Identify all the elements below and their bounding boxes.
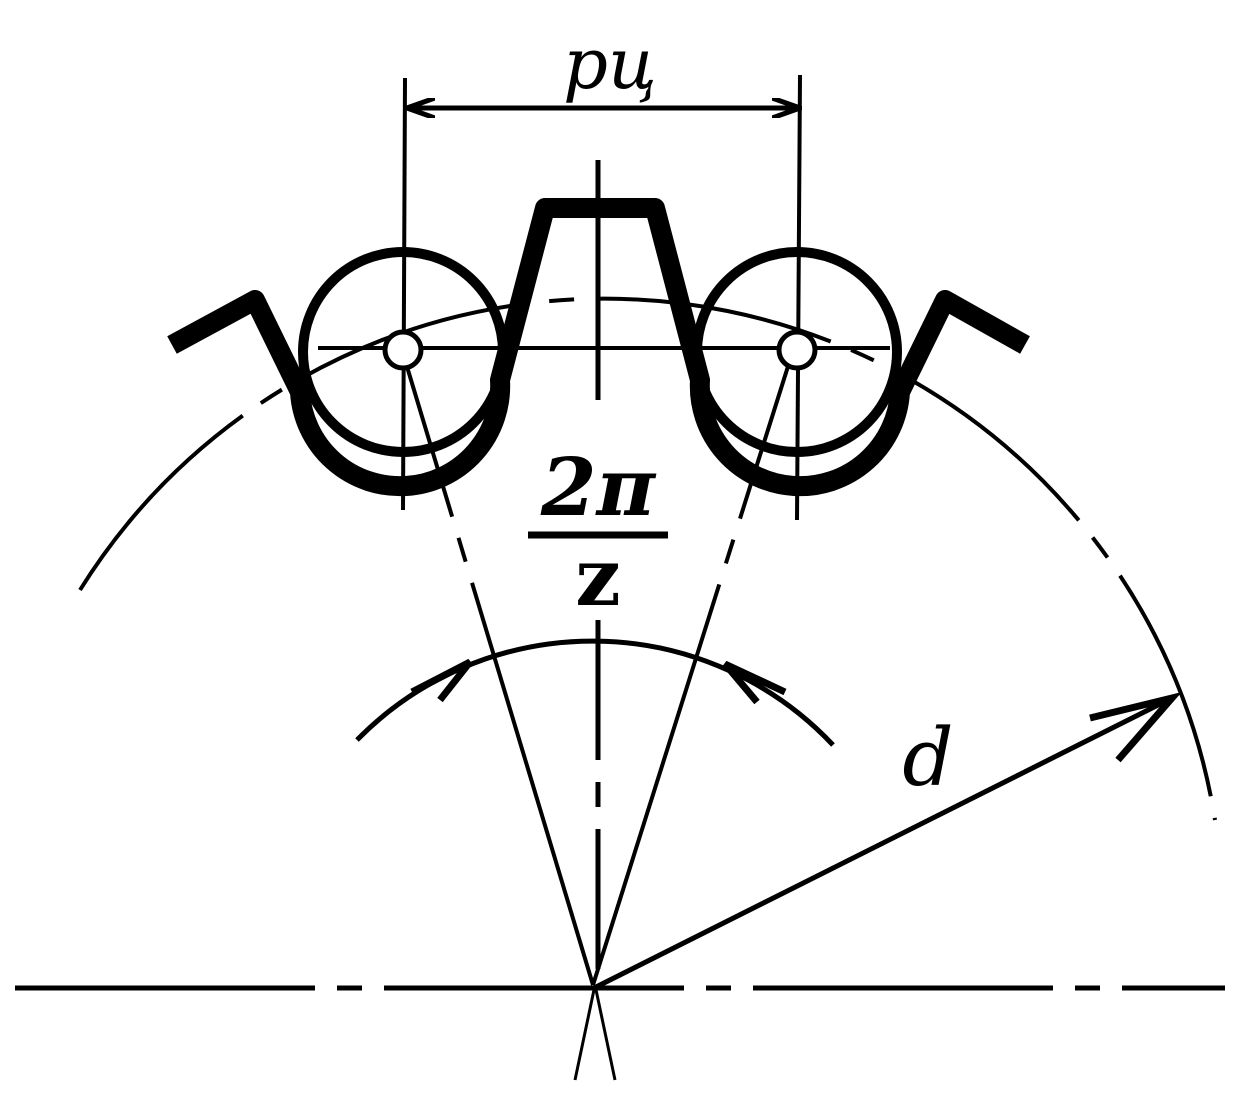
extension-line-right (795, 74, 802, 521)
roller-right-center (776, 329, 818, 371)
roller-left-center (382, 329, 424, 371)
diameter-arrow-head (1089, 691, 1182, 763)
radial-line-right (591, 359, 792, 986)
pitch-circle-arc (78, 296, 1217, 821)
roller-right (692, 247, 902, 457)
radial-extension-left (573, 984, 597, 1081)
angle-label-numerator: 2π (540, 440, 657, 534)
diameter-arrow (592, 695, 1174, 991)
pitch-label: pц (563, 23, 657, 105)
angle-label-denominator: z (575, 530, 620, 624)
angle-arc (355, 638, 835, 747)
extension-line-left (401, 77, 407, 511)
diameter-label: d (902, 711, 953, 804)
angle-arrow-left (410, 658, 473, 703)
angle-arrow-right (722, 660, 787, 705)
tooth-profile (167, 198, 1030, 497)
roller-left (298, 247, 508, 457)
radial-extension-right (593, 984, 617, 1081)
radial-line-left (403, 359, 595, 986)
